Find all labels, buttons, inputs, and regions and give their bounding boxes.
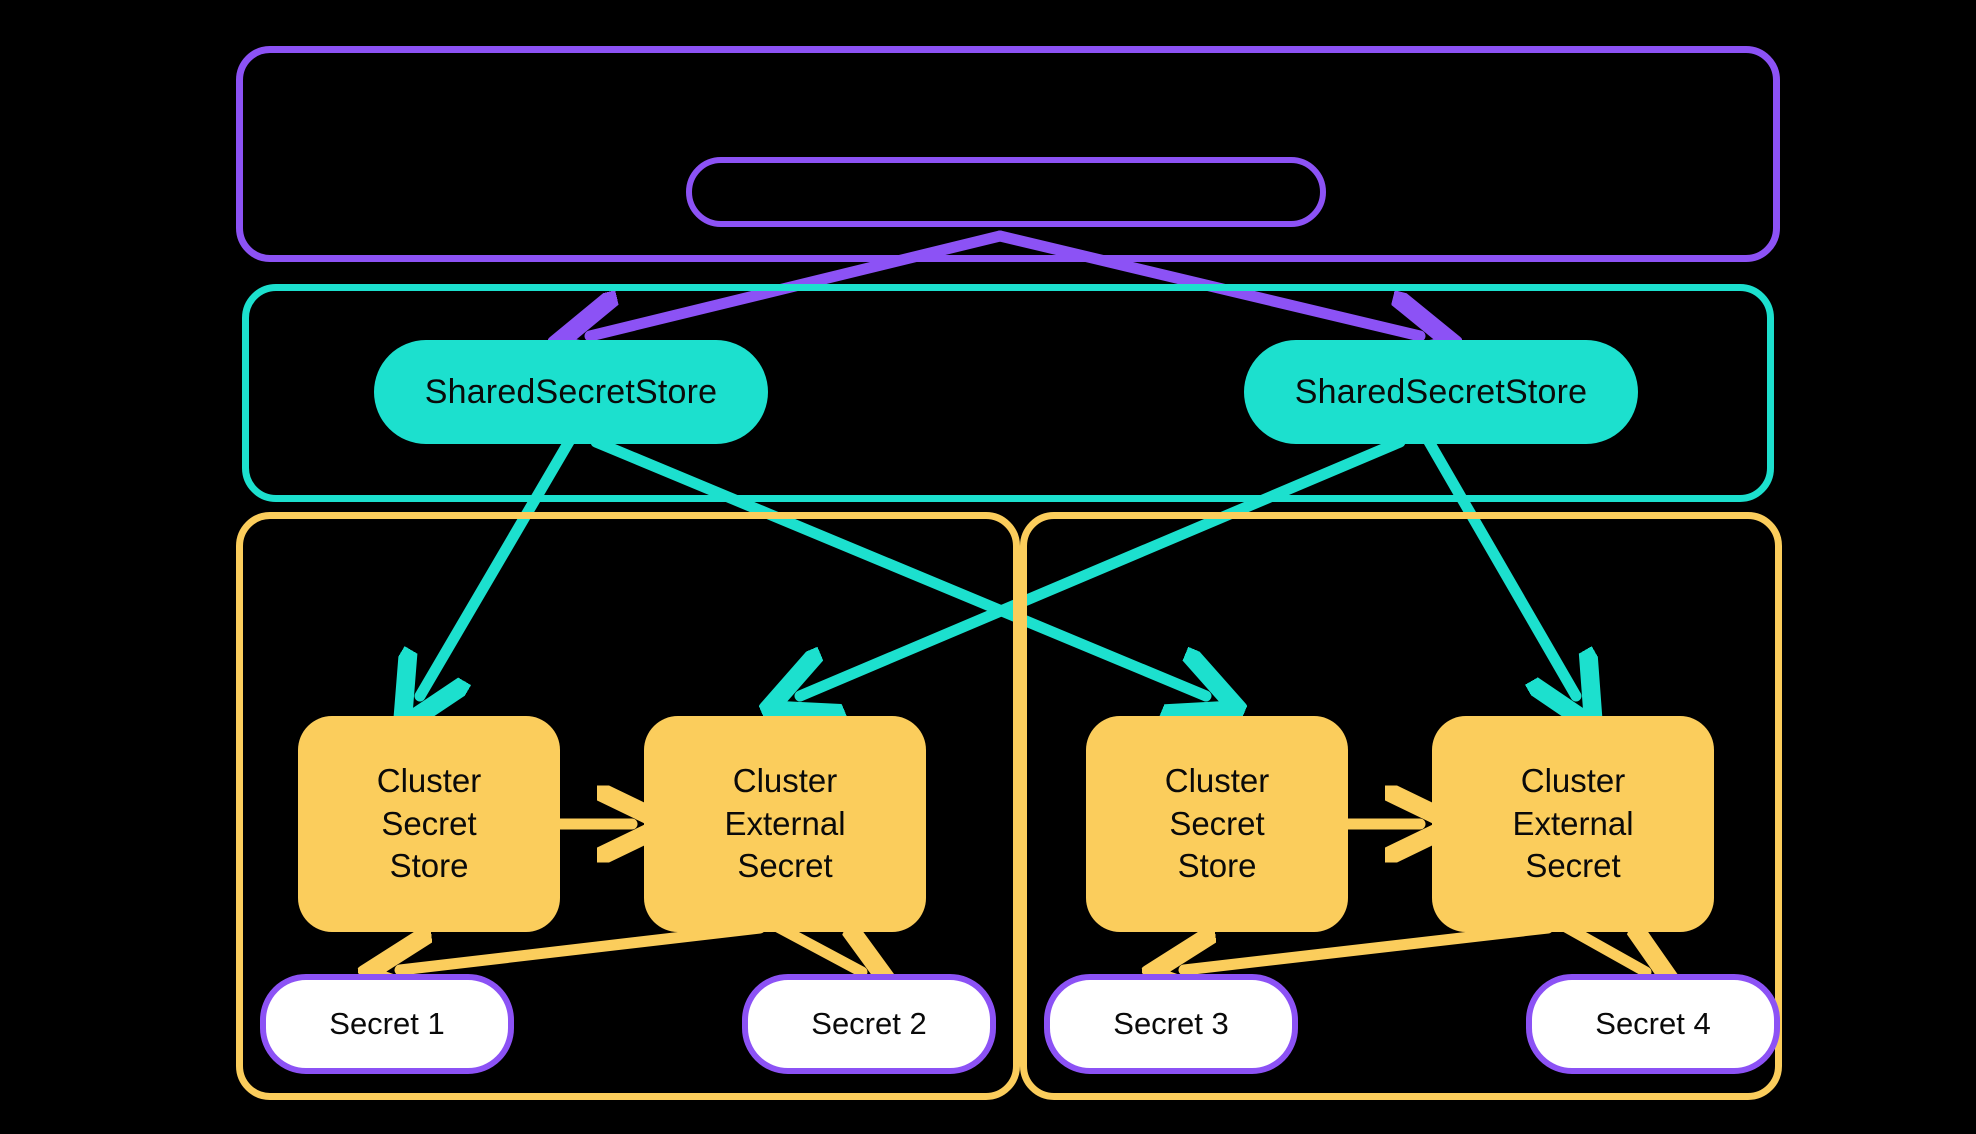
secret-1-label: Secret 1 [329,1005,445,1041]
edge-ces-left-to-secret-2 [770,920,862,972]
secret-4[interactable]: Secret 4 [1526,974,1780,1074]
cluster-external-secret-right[interactable]: Cluster External Secret [1432,716,1714,932]
secret-2-label: Secret 2 [811,1005,927,1041]
edge-shared-right-to-cluster-external-secret-left [800,436,1406,696]
cluster-external-secret-left[interactable]: Cluster External Secret [644,716,926,932]
outer-purple-container [236,46,1780,262]
cluster-external-secret-right-label: Cluster External Secret [1512,761,1634,885]
edge-shared-right-to-cluster-external-secret-right [1422,434,1576,696]
orange-container-right [1020,512,1782,1100]
shared-secret-store-right-label: SharedSecretStore [1294,372,1588,411]
shared-secret-store-left[interactable]: SharedSecretStore [374,340,768,444]
edge-ces-left-to-secret-1 [400,922,766,970]
edge-shared-left-to-cluster-secret-store-right [590,436,1206,696]
secret-3[interactable]: Secret 3 [1044,974,1298,1074]
cluster-secret-store-right[interactable]: Cluster Secret Store [1086,716,1348,932]
teal-container [242,284,1774,502]
edge-shared-left-to-cluster-secret-store-left [420,434,576,696]
cluster-external-secret-left-label: Cluster External Secret [724,761,846,885]
shared-secret-store-left-label: SharedSecretStore [424,372,718,411]
shared-secret-store-right[interactable]: SharedSecretStore [1244,340,1638,444]
edge-ces-right-to-secret-3 [1184,922,1554,970]
edge-ces-right-to-secret-4 [1558,920,1646,972]
cluster-secret-store-left-label: Cluster Secret Store [376,761,482,885]
secret-1[interactable]: Secret 1 [260,974,514,1074]
cluster-secret-store-left[interactable]: Cluster Secret Store [298,716,560,932]
secret-2[interactable]: Secret 2 [742,974,996,1074]
orange-container-left [236,512,1020,1100]
inner-purple-pill[interactable] [686,157,1326,227]
cluster-secret-store-right-label: Cluster Secret Store [1164,761,1270,885]
secret-4-label: Secret 4 [1595,1005,1711,1041]
secret-3-label: Secret 3 [1113,1005,1229,1041]
